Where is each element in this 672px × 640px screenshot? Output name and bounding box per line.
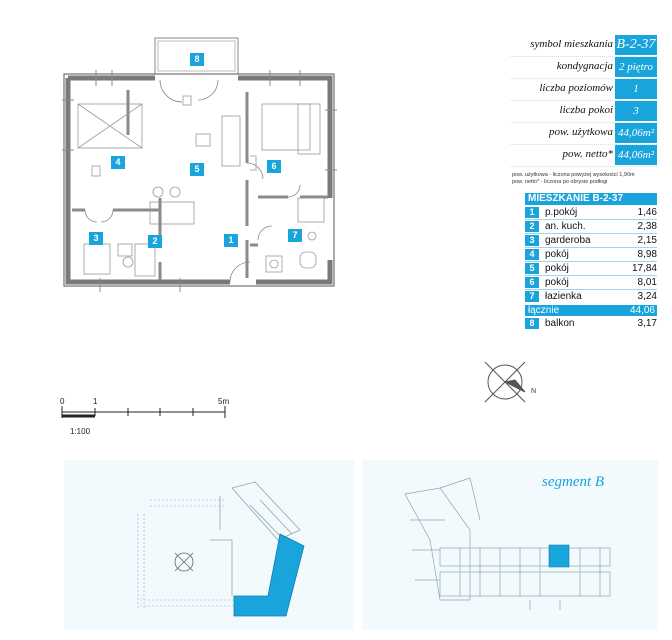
info-row-symbol: symbol mieszkania B-2-37 — [510, 34, 657, 57]
compass-rose — [484, 361, 526, 403]
plan-label-3: 3 — [89, 232, 103, 245]
info-row-net-area: pow. netto* 44,06m² — [510, 144, 657, 167]
plan-label-2: 2 — [148, 235, 162, 248]
info-label: pow. netto* — [562, 148, 613, 160]
info-value: 2 piętro — [615, 57, 657, 77]
room-area: 8,01 — [637, 277, 657, 288]
room-num: 1 — [525, 207, 539, 218]
room-row: 5 pokój 17,84 — [525, 263, 657, 274]
row-divider — [525, 247, 657, 248]
note-line: pow. netto* - liczona po obrysie podłogi — [512, 179, 608, 185]
scale-bar — [61, 406, 226, 418]
info-value: 1 — [615, 79, 657, 99]
furniture — [77, 95, 325, 277]
info-value: 44,06m² — [615, 123, 657, 143]
window-markers — [62, 70, 337, 292]
site-plan-highlight — [233, 533, 305, 617]
room-num: 4 — [525, 249, 539, 260]
room-area: 1,46 — [637, 207, 657, 218]
note-line: pow. użytkowa - liczona powyżej wysokośc… — [512, 172, 635, 178]
info-row-usable-area: pow. użytkowa 44,06m² — [510, 122, 657, 145]
plan-label-8: 8 — [190, 53, 204, 66]
room-num: 2 — [525, 221, 539, 232]
outer-wall-edge — [63, 73, 335, 287]
info-label: liczba poziomów — [539, 82, 613, 94]
row-divider — [525, 219, 657, 220]
room-name: p.pokój — [545, 207, 578, 218]
room-area: 8,98 — [637, 249, 657, 260]
room-name: pokój — [545, 249, 569, 260]
room-row: 4 pokój 8,98 — [525, 249, 657, 260]
total-row: łącznie 44,06 — [525, 305, 657, 316]
room-num: 7 — [525, 291, 539, 302]
room-name: garderoba — [545, 235, 591, 246]
room-row: 6 pokój 8,01 — [525, 277, 657, 288]
compass-north-label: N — [531, 388, 537, 395]
scale-tick-0: 0 — [60, 397, 65, 406]
site-plan — [64, 460, 354, 630]
row-divider — [525, 261, 657, 262]
room-name: pokój — [545, 277, 569, 288]
scale-ratio: 1:100 — [70, 427, 91, 436]
room-area: 2,15 — [637, 235, 657, 246]
segment-plan — [362, 460, 658, 630]
plan-label-5: 5 — [190, 163, 204, 176]
plan-label-7: 7 — [288, 229, 302, 242]
plan-label-6: 6 — [267, 160, 281, 173]
info-row-rooms: liczba pokoi 3 — [510, 100, 657, 123]
room-area: 3,17 — [637, 318, 657, 329]
scale-tick-1: 1 — [93, 397, 98, 406]
room-row: 1 p.pokój 1,46 — [525, 207, 657, 218]
row-divider — [525, 289, 657, 290]
room-name: an. kuch. — [545, 221, 586, 232]
room-num: 8 — [525, 318, 539, 329]
info-value: 3 — [615, 101, 657, 121]
info-row-floor: kondygnacja 2 piętro — [510, 56, 657, 79]
room-row: 7 łazienka 3,24 — [525, 291, 657, 302]
plan-label-1: 1 — [224, 234, 238, 247]
row-divider — [525, 275, 657, 276]
apartment-title: MIESZKANIE B-2-37 — [525, 193, 657, 205]
total-area: 44,06 — [629, 305, 655, 316]
room-area: 17,84 — [631, 263, 657, 274]
room-num: 3 — [525, 235, 539, 246]
info-label: symbol mieszkania — [530, 38, 613, 50]
info-row-levels: liczba poziomów 1 — [510, 78, 657, 101]
area-notes: pow. użytkowa - liczona powyżej wysokośc… — [512, 172, 662, 186]
room-area: 2,38 — [637, 221, 657, 232]
room-name: łazienka — [545, 291, 582, 302]
info-label: kondygnacja — [556, 60, 613, 72]
room-row: 2 an. kuch. 2,38 — [525, 221, 657, 232]
room-row: 3 garderoba 2,15 — [525, 235, 657, 246]
room-area: 3,24 — [637, 291, 657, 302]
info-label: pow. użytkowa — [549, 126, 613, 138]
door-swings — [84, 79, 301, 283]
room-num: 5 — [525, 263, 539, 274]
room-num: 6 — [525, 277, 539, 288]
segment-title: segment B — [542, 474, 605, 490]
total-label: łącznie — [528, 305, 560, 316]
room-name: pokój — [545, 263, 569, 274]
row-divider — [525, 233, 657, 234]
outer-walls — [65, 75, 333, 285]
segment-plan-highlight — [548, 544, 570, 568]
info-label: liczba pokoi — [559, 104, 613, 116]
plan-label-4: 4 — [111, 156, 125, 169]
info-value: 44,06m² — [615, 145, 657, 165]
balcony-row: 8 balkon 3,17 — [525, 318, 657, 329]
info-value: B-2-37 — [615, 35, 657, 55]
interior-walls — [72, 90, 328, 280]
scale-tick-5m: 5m — [218, 397, 230, 406]
room-name: balkon — [545, 318, 575, 329]
